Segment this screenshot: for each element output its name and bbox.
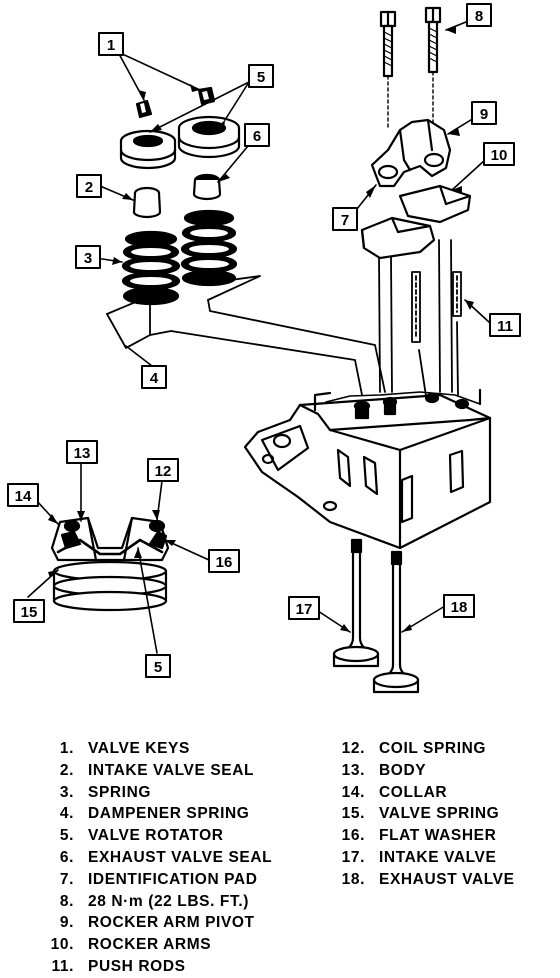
legend-item: 12.COIL SPRING (341, 740, 487, 757)
callout-box-1 (98, 32, 124, 56)
exhaust-valve-seal-part (192, 173, 222, 201)
callout-7: 7 (341, 212, 349, 229)
callout-box-3 (75, 245, 101, 269)
callout-box-15 (13, 599, 45, 623)
legend-item: 16.FLAT WASHER (341, 827, 497, 845)
legend-item: 2.INTAKE VALVE SEAL (59, 761, 255, 779)
callout-14: 14 (15, 488, 32, 505)
rotator-cutaway-part (50, 516, 170, 612)
rocker-bolts-part (379, 6, 442, 131)
legend-item: 4.DAMPENER SPRING (59, 805, 250, 823)
callout-box-5b (145, 654, 171, 678)
callout-box-13 (66, 440, 98, 464)
callout-18: 18 (451, 599, 468, 616)
valve-rotator-left-part (119, 129, 177, 170)
intake-valve-seal-part (132, 186, 162, 219)
callout-5a: 5 (257, 69, 265, 86)
legend-column-right: 12.COIL SPRING 13.BODY 14.COLLAR 15.VALV… (327, 738, 515, 891)
callout-box-14 (7, 483, 39, 507)
callout-box-11 (489, 313, 521, 337)
legend-item: 6.EXHAUST VALVE SEAL (59, 848, 273, 866)
legend-item: 18.EXHAUST VALVE (341, 870, 515, 888)
callout-4: 4 (150, 370, 159, 387)
legend-item: 13.BODY (341, 761, 427, 779)
push-rods-part (378, 239, 462, 397)
callout-6: 6 (253, 128, 261, 145)
cylinder-head-part (243, 388, 492, 550)
callout-box-8 (466, 3, 492, 27)
callout-2: 2 (85, 179, 93, 196)
callout-box-5a (248, 64, 274, 88)
callout-10: 10 (491, 147, 508, 164)
rocker-arm-pivot-part (370, 118, 452, 188)
valve-stems-installed (353, 392, 470, 420)
valve-rotator-right-part (177, 115, 241, 159)
callout-box-18 (443, 594, 475, 618)
callout-box-6 (244, 123, 270, 147)
callout-9: 9 (480, 106, 488, 123)
callout-11: 11 (497, 318, 513, 335)
legend-item: 15.VALVE SPRING (341, 805, 500, 823)
legend-item: 17.INTAKE VALVE (341, 848, 497, 866)
callout-box-4 (141, 365, 167, 389)
callout-3: 3 (84, 250, 92, 267)
callout-1: 1 (107, 37, 115, 54)
callout-box-16 (208, 549, 240, 573)
callout-box-17 (288, 596, 320, 620)
callout-box-10 (483, 142, 515, 166)
callout-8: 8 (475, 8, 483, 25)
legend-item: 10.ROCKER ARMS (50, 936, 212, 954)
callout-15: 15 (21, 604, 38, 621)
legend-item: 5.VALVE ROTATOR (59, 827, 224, 845)
valve-train-exploded-diagram: 1 2 3 4 5 6 7 8 9 10 11 12 13 14 15 16 5… (7, 3, 521, 694)
callout-box-12 (147, 458, 179, 482)
callout-box-7 (332, 207, 358, 231)
valve-keys-part (135, 86, 216, 119)
callout-5b: 5 (154, 659, 162, 676)
callout-box-2 (76, 174, 102, 198)
legend-item: 1.VALVE KEYS (59, 740, 190, 757)
spring-right-part (180, 209, 238, 287)
legend-item: 8.28 N·m (22 LBS. FT.) (59, 892, 249, 910)
callout-16: 16 (216, 554, 233, 571)
callout-12: 12 (155, 463, 172, 480)
spring-left-part (121, 230, 181, 306)
legend-column-left: 1.VALVE KEYS 2.INTAKE VALVE SEAL 3.SPRIN… (22, 738, 272, 978)
legend-item: 9.ROCKER ARM PIVOT (59, 914, 255, 932)
intake-valve-part (332, 538, 380, 668)
parts-legend: 1.VALVE KEYS 2.INTAKE VALVE SEAL 3.SPRIN… (0, 738, 560, 978)
callout-box-9 (471, 101, 497, 125)
callout-13: 13 (74, 445, 91, 462)
exhaust-valve-part (372, 550, 420, 694)
legend-item: 7.IDENTIFICATION PAD (59, 870, 258, 888)
rocker-arms-part (360, 184, 472, 260)
legend-item: 11.PUSH RODS (51, 957, 186, 975)
legend-item: 14.COLLAR (341, 783, 448, 801)
legend-item: 3.SPRING (59, 783, 152, 801)
callout-17: 17 (296, 601, 313, 618)
